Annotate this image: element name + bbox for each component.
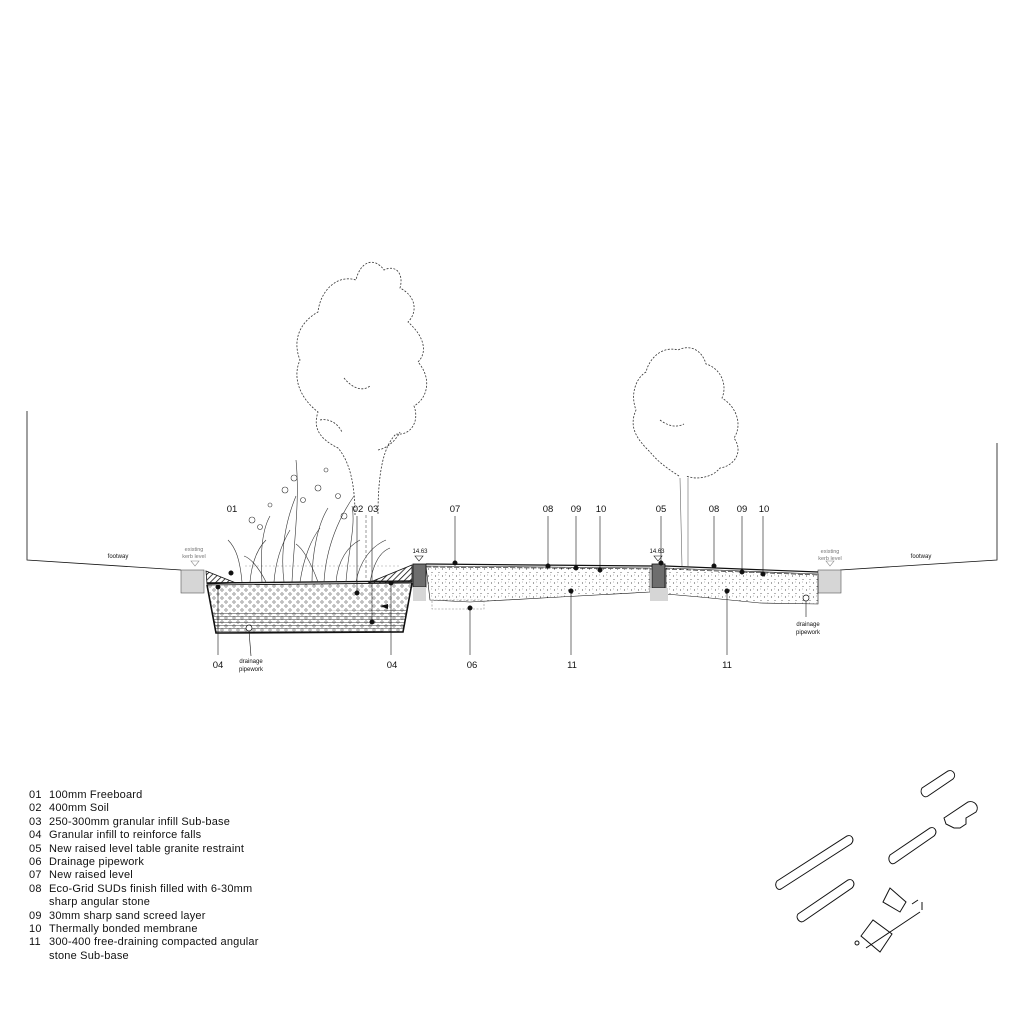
- callout-leaders: [215, 516, 807, 657]
- label-footway-right: footway: [911, 554, 932, 560]
- legend-text: 400mm Soil: [49, 802, 110, 815]
- level-marker-left: 14.63: [412, 549, 428, 555]
- legend-text: Drainage pipework: [49, 856, 145, 869]
- drainage-pipe-box: [431, 599, 485, 610]
- legend-text: 300-400 free-draining compacted angular …: [49, 936, 259, 962]
- legend-item-06: 06 Drainage pipework: [29, 856, 359, 869]
- legend-number: 05: [29, 842, 42, 855]
- legend-number: 08: [29, 882, 42, 895]
- legend: 01 100mm Freeboard 02 400mm Soil 03 250-300…: [29, 789, 359, 963]
- legend-item-03: 03 250-300mm granular infill Sub-base: [29, 816, 359, 829]
- legend-item-05: 05 New raised level table granite restrai…: [29, 843, 359, 856]
- drainage-pipe-right: [802, 594, 810, 602]
- callout-11-left: 11: [567, 660, 577, 671]
- label-footway-left: footway: [108, 554, 129, 560]
- kerb-right: [817, 569, 842, 594]
- legend-number: 11: [29, 936, 41, 949]
- legend-text: 30mm sharp sand screed layer: [49, 909, 206, 922]
- legend-number: 03: [29, 815, 42, 828]
- legend-item-08: 08 Eco-Grid SUDs finish filled with 6-30m…: [29, 883, 359, 910]
- legend-text: Thermally bonded membrane: [49, 923, 198, 936]
- label-existing-kerb-right-1: existing: [821, 549, 840, 555]
- label-drainage-left-1: drainage: [239, 659, 263, 665]
- tree-small-trunk: [679, 477, 689, 567]
- legend-item-04: 04 Granular infill to reinforce falls: [29, 829, 359, 842]
- callouts-bottom: 04 04 06 11 11: [213, 660, 732, 671]
- tree-small: [632, 347, 739, 479]
- callout-10-right: 10: [759, 504, 770, 515]
- legend-text: Granular infill to reinforce falls: [49, 829, 202, 842]
- legend-number: 09: [29, 909, 42, 922]
- kerb-left: [180, 569, 205, 594]
- section-labels: footway footway existing kerb level exis…: [108, 547, 932, 673]
- legend-number: 04: [29, 829, 42, 842]
- callout-06: 06: [467, 660, 478, 671]
- callout-04-left: 04: [213, 660, 224, 671]
- legend-item-07: 07 New raised level: [29, 869, 359, 882]
- label-drainage-right-2: pipework: [796, 630, 821, 636]
- label-existing-kerb-right-2: kerb level: [818, 556, 842, 562]
- planting: [227, 459, 391, 583]
- legend-number: 01: [29, 789, 42, 801]
- legend-item-09: 09 30mm sharp sand screed layer: [29, 910, 359, 923]
- legend-text: Eco-Grid SUDs finish filled with 6-30mm …: [49, 882, 253, 909]
- callouts-top: 01 02 03 07 08 09 10 05 08 09 10: [227, 504, 770, 515]
- granite-restraints: [412, 555, 668, 601]
- callout-08-right: 08: [709, 504, 720, 515]
- street-profile: [26, 411, 998, 571]
- callout-02: 02: [353, 504, 364, 515]
- legend-number: 02: [29, 802, 42, 815]
- tree-large: [296, 261, 427, 516]
- legend-item-11: 11 300-400 free-draining compacted angula…: [29, 936, 359, 963]
- legend-number: 07: [29, 869, 42, 882]
- granular-infill-left: [205, 570, 237, 585]
- callout-04-right: 04: [387, 660, 398, 671]
- legend-item-10: 10 Thermally bonded membrane: [29, 923, 359, 936]
- legend-text: New raised level table granite restraint: [49, 842, 245, 855]
- callout-05: 05: [656, 504, 667, 515]
- callout-07: 07: [450, 504, 461, 515]
- legend-text: New raised level: [49, 869, 133, 882]
- callout-08-left: 08: [543, 504, 554, 515]
- legend-text: 250-300mm granular infill Sub-base: [49, 815, 231, 828]
- legend-item-01: 01 100mm Freeboard: [29, 789, 359, 802]
- legend-item-02: 02 400mm Soil: [29, 802, 359, 815]
- drainage-pipe-left: [245, 624, 253, 632]
- callout-01: 01: [227, 504, 238, 515]
- legend-number: 06: [29, 856, 42, 869]
- legend-text: 100mm Freeboard: [49, 789, 143, 801]
- road-buildup: [425, 563, 819, 610]
- key-plan: [775, 770, 978, 953]
- callout-09-right: 09: [737, 504, 748, 515]
- label-drainage-left-2: pipework: [239, 667, 264, 673]
- callout-03: 03: [368, 504, 379, 515]
- label-existing-kerb-left-2: kerb level: [182, 554, 206, 560]
- label-drainage-right-1: drainage: [796, 622, 820, 628]
- label-existing-kerb-left-1: existing: [185, 547, 204, 553]
- callout-11-right: 11: [722, 660, 732, 671]
- level-marker-right: 14.63: [649, 549, 665, 555]
- callout-10-left: 10: [596, 504, 607, 515]
- planter-basin: [205, 564, 413, 634]
- callout-09-left: 09: [571, 504, 582, 515]
- granular-infill-right: [367, 564, 413, 584]
- legend-number: 10: [29, 923, 42, 936]
